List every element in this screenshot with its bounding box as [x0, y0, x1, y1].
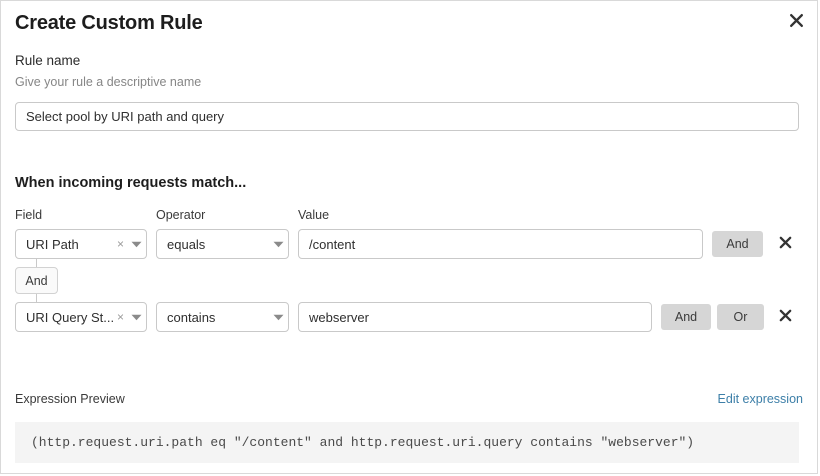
field-select-1[interactable]: URI Path ×	[15, 229, 147, 259]
column-header-value: Value	[298, 208, 330, 222]
add-or-condition-button[interactable]: Or	[717, 304, 764, 330]
clear-field-icon[interactable]: ×	[116, 237, 124, 251]
operator-select-2-value: contains	[167, 309, 216, 325]
edit-expression-link[interactable]: Edit expression	[717, 392, 803, 406]
field-select-2-value: URI Query St...	[26, 309, 115, 325]
add-and-condition-button[interactable]: And	[712, 231, 763, 257]
expression-preview-label: Expression Preview	[15, 392, 125, 406]
chevron-down-icon[interactable]	[126, 314, 146, 321]
clear-field-icon[interactable]: ×	[116, 310, 124, 324]
delete-row-icon[interactable]	[776, 233, 794, 251]
operator-select-2[interactable]: contains	[156, 302, 289, 332]
dialog-title: Create Custom Rule	[15, 12, 203, 34]
chevron-down-icon[interactable]	[268, 241, 288, 248]
operator-select-1-value: equals	[167, 236, 206, 252]
operator-select-1[interactable]: equals	[156, 229, 289, 259]
rule-name-label: Rule name	[15, 53, 81, 68]
value-input-2[interactable]	[298, 302, 652, 332]
delete-row-icon[interactable]	[776, 306, 794, 324]
connector-line-top	[36, 259, 37, 267]
field-select-1-value: URI Path	[26, 236, 79, 252]
connector-and-button[interactable]: And	[15, 267, 58, 294]
rule-name-hint: Give your rule a descriptive name	[15, 75, 202, 89]
connector-line-bottom	[36, 294, 37, 302]
close-icon[interactable]	[783, 7, 809, 33]
field-select-2[interactable]: URI Query St... ×	[15, 302, 147, 332]
value-input-1[interactable]	[298, 229, 703, 259]
expression-preview-box: (http.request.uri.path eq "/content" and…	[15, 422, 799, 463]
column-header-operator: Operator	[156, 208, 206, 222]
expression-preview-text: (http.request.uri.path eq "/content" and…	[31, 435, 695, 450]
column-header-field: Field	[15, 208, 43, 222]
conditions-section-heading: When incoming requests match...	[15, 175, 247, 191]
rule-name-input[interactable]	[15, 102, 799, 131]
chevron-down-icon[interactable]	[126, 241, 146, 248]
condition-connector: And	[15, 259, 75, 304]
add-and-condition-button[interactable]: And	[661, 304, 711, 330]
chevron-down-icon[interactable]	[268, 314, 288, 321]
